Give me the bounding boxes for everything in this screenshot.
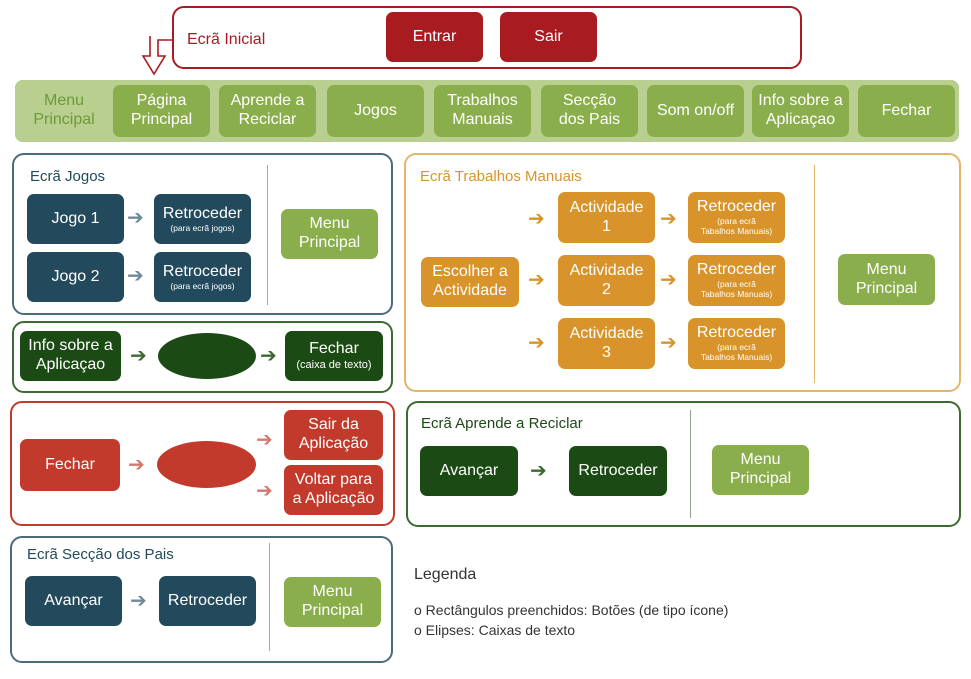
arrow-right-icon: ➔ bbox=[660, 332, 677, 354]
arrow-right-icon: ➔ bbox=[528, 269, 545, 291]
arrow-right-icon: ➔ bbox=[660, 269, 677, 291]
arrow-right-icon: ➔ bbox=[127, 265, 144, 287]
reciclar-divider bbox=[690, 410, 691, 518]
menu-item-fechar[interactable]: Fechar bbox=[858, 85, 955, 137]
arrow-right-icon: ➔ bbox=[256, 429, 273, 451]
reciclar-retroceder-button[interactable]: Retroceder bbox=[569, 446, 667, 496]
jogo-2-button[interactable]: Jogo 2 bbox=[27, 252, 124, 302]
jogos-divider bbox=[267, 165, 268, 305]
arrow-right-icon: ➔ bbox=[660, 208, 677, 230]
arrow-right-icon: ➔ bbox=[260, 345, 277, 367]
arrow-right-icon: ➔ bbox=[130, 590, 147, 612]
trabalhos-retroceder-button-1[interactable]: Retroceder (para ecrã Tabalhos Manuais) bbox=[688, 192, 785, 243]
inicial-title: Ecrã Inicial bbox=[187, 31, 266, 48]
arrow-right-icon: ➔ bbox=[128, 454, 145, 476]
info-text-box-ellipse bbox=[158, 333, 256, 379]
pais-title: Ecrã Secção dos Pais bbox=[27, 546, 174, 563]
reciclar-avancar-button[interactable]: Avançar bbox=[420, 446, 518, 496]
menu-principal-label: Menu Principal bbox=[33, 92, 95, 129]
pais-avancar-button[interactable]: Avançar bbox=[25, 576, 122, 626]
fechar-button[interactable]: Fechar bbox=[20, 439, 120, 491]
inicial-screen-frame: Ecrã Inicial bbox=[172, 6, 802, 69]
arrow-right-icon: ➔ bbox=[528, 208, 545, 230]
down-arrow-connector bbox=[141, 36, 172, 76]
arrow-right-icon: ➔ bbox=[528, 332, 545, 354]
info-fechar-button[interactable]: Fechar (caixa de texto) bbox=[285, 331, 383, 381]
arrow-right-icon: ➔ bbox=[530, 460, 547, 482]
jogos-retroceder-button-2[interactable]: Retroceder (para ecrã jogos) bbox=[154, 252, 251, 302]
menu-item-som[interactable]: Som on/off bbox=[647, 85, 744, 137]
pais-retroceder-button[interactable]: Retroceder bbox=[159, 576, 256, 626]
trabalhos-retroceder-button-3[interactable]: Retroceder (para ecrã Tabalhos Manuais) bbox=[688, 318, 785, 369]
legend-line-2: o Elipses: Caixas de texto bbox=[414, 622, 576, 638]
legend-line-1: o Rectângulos preenchidos: Botões (de ti… bbox=[414, 602, 729, 618]
arrow-right-icon: ➔ bbox=[256, 480, 273, 502]
arrow-right-icon: ➔ bbox=[130, 345, 147, 367]
trabalhos-retroceder-button-2[interactable]: Retroceder (para ecrã Tabalhos Manuais) bbox=[688, 255, 785, 306]
arrow-right-icon: ➔ bbox=[127, 207, 144, 229]
jogos-retroceder-button-1[interactable]: Retroceder (para ecrã jogos) bbox=[154, 194, 251, 244]
jogos-title: Ecrã Jogos bbox=[30, 168, 106, 185]
pais-divider bbox=[269, 543, 270, 651]
reciclar-title: Ecrã Aprende a Reciclar bbox=[421, 415, 583, 432]
menu-item-jogos[interactable]: Jogos bbox=[327, 85, 424, 137]
jogo-1-button[interactable]: Jogo 1 bbox=[27, 194, 124, 244]
trabalhos-divider bbox=[814, 165, 815, 383]
entrar-button[interactable]: Entrar bbox=[386, 12, 483, 62]
fechar-text-box-ellipse bbox=[157, 441, 256, 488]
trabalhos-title: Ecrã Trabalhos Manuais bbox=[420, 168, 582, 185]
sair-button[interactable]: Sair bbox=[500, 12, 597, 62]
legend-title: Legenda bbox=[414, 566, 477, 583]
